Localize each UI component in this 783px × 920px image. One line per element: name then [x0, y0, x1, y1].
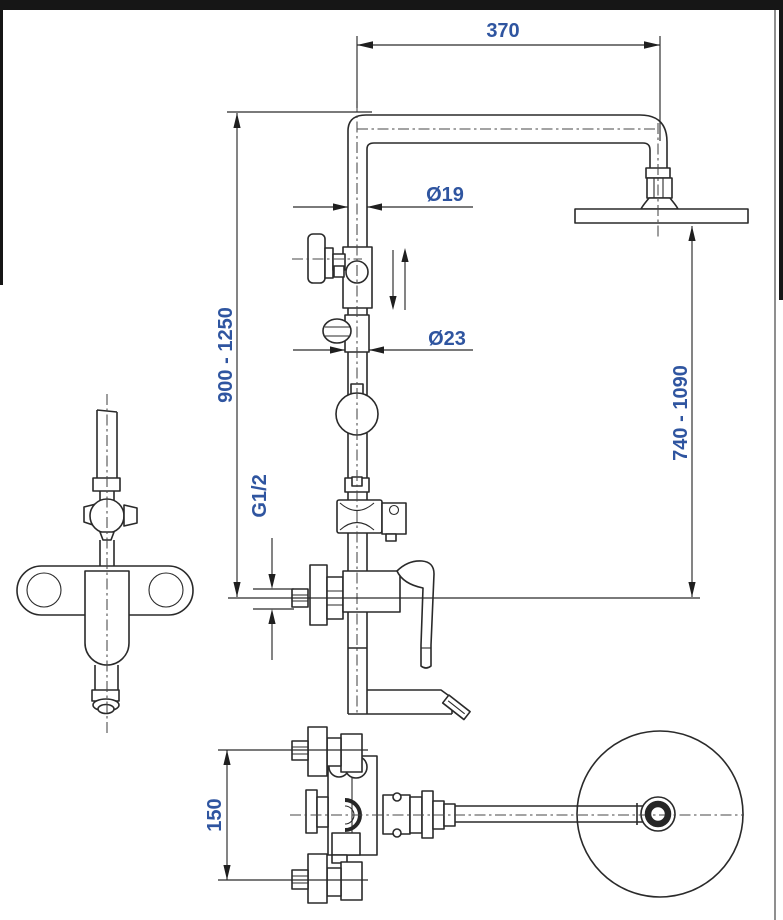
- dim-dia19-arrows: [333, 203, 382, 211]
- side-mixer-body: [84, 570, 130, 666]
- head-nut-facets: [653, 178, 664, 198]
- dim-thread-lines: [253, 538, 294, 660]
- upper-port-collar: [326, 737, 342, 767]
- shower-head-plate: [574, 208, 749, 224]
- left-edge-strip: [0, 10, 3, 285]
- dim-thread-label: G1/2: [249, 474, 271, 517]
- top-upper-port: [291, 726, 363, 777]
- top-lower-port: [291, 853, 363, 904]
- side-capsule-right-cap: [148, 572, 184, 608]
- top-head-hub-dark-ring: [644, 800, 672, 828]
- lower-port-flange: [307, 853, 328, 904]
- bracket-notch: [385, 533, 397, 542]
- dim-150-arrows: [223, 750, 231, 880]
- shower-arm-outline: [347, 114, 668, 247]
- aerator-line: [447, 700, 466, 715]
- dim-dia23-label: Ø23: [428, 328, 466, 350]
- mixer-assembly: [291, 560, 471, 721]
- spout: [348, 689, 453, 715]
- movement-indicator-lines: [392, 250, 406, 310]
- diverter-valve: [307, 233, 373, 309]
- dim-height-left-label: 900 - 1250: [215, 307, 237, 403]
- dim-height-right-label: 740 - 1090: [670, 365, 692, 461]
- mixer-body: [342, 570, 401, 613]
- upper-port-block: [340, 733, 363, 773]
- dim-370-label: 370: [486, 20, 519, 42]
- side-outlet-tip: [97, 703, 115, 715]
- dim-dia23-arrows: [330, 346, 384, 354]
- top-edge-bar: [0, 0, 783, 10]
- diverter-tab: [333, 265, 345, 278]
- bracket-box: [381, 502, 407, 535]
- upper-port-hex-facets: [292, 746, 308, 755]
- bracket-body: [336, 499, 383, 534]
- side-capsule-left-cap: [26, 572, 62, 608]
- coupler-screw-bottom: [392, 828, 402, 838]
- dim-150-lines: [218, 749, 368, 881]
- dim-370-lines: [356, 36, 661, 141]
- lower-port-block: [340, 861, 363, 901]
- slider-screw-slots: [325, 326, 350, 337]
- top-left-stem: [316, 796, 329, 828]
- side-knob-bottom-tab: [99, 531, 115, 541]
- inlet-nipple-threads: [292, 594, 308, 602]
- dimensions: 370 Ø19 Ø23 900 - 1250 740 - 1090 G1/2 1…: [204, 20, 700, 881]
- movement-indicator-arrows: [389, 248, 409, 310]
- bracket-screw: [388, 504, 400, 516]
- head-skirt: [640, 197, 679, 210]
- mixer-lever: [396, 560, 435, 669]
- lower-port-hex-facets: [292, 875, 308, 884]
- dim-dia19-label: Ø19: [426, 184, 464, 206]
- side-knob-right-tab: [123, 504, 138, 527]
- coupler-screw-top: [392, 792, 402, 802]
- spout-aerator: [441, 694, 471, 721]
- slider-clamp: [322, 314, 370, 353]
- wall-flange: [309, 564, 328, 626]
- top-arm-pipe: [455, 803, 645, 825]
- right-edge-strip: [779, 0, 783, 300]
- slider-screw: [322, 318, 352, 344]
- upper-port-flange: [307, 726, 328, 777]
- center-lines: [106, 101, 744, 816]
- top-left-flange: [305, 789, 318, 834]
- lower-port-collar: [326, 867, 342, 897]
- diverter-knob-flange: [324, 247, 334, 279]
- side-view: [16, 409, 194, 715]
- dim-thread-arrows: [268, 574, 276, 624]
- dim-height-left-lines: [227, 111, 372, 597]
- holder-bracket: [336, 476, 407, 542]
- top-step-b: [331, 854, 348, 864]
- shower-head-connector: [574, 167, 749, 224]
- inlet-hex-facets: [327, 590, 343, 606]
- head-nut: [646, 177, 673, 199]
- bracket-bowtie: [339, 502, 375, 531]
- dim-150-label: 150: [204, 798, 226, 831]
- top-step-a: [331, 832, 361, 856]
- top-view: [291, 726, 744, 904]
- riser-pipe-walls: [347, 308, 368, 714]
